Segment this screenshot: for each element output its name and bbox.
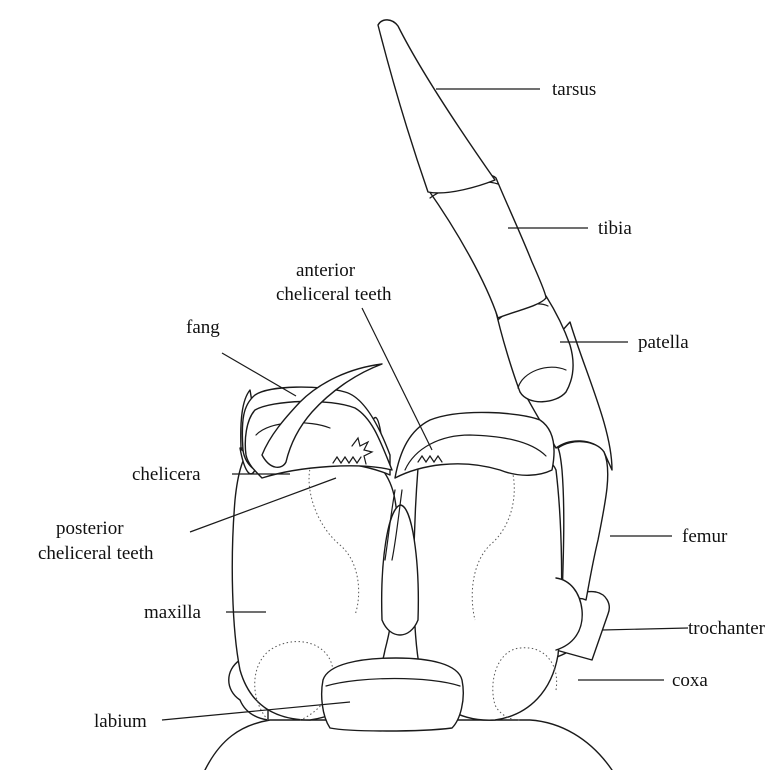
label-trochanter: trochanter xyxy=(688,618,766,639)
label-femur: femur xyxy=(682,526,728,547)
label-anterior-teeth-line1: anterior xyxy=(296,260,356,281)
label-labium: labium xyxy=(94,711,147,732)
tarsus-segment xyxy=(378,20,495,193)
label-tibia: tibia xyxy=(598,218,632,239)
label-posterior-teeth-line2: cheliceral teeth xyxy=(38,543,154,564)
label-maxilla: maxilla xyxy=(144,602,202,623)
leader-fang xyxy=(222,353,296,396)
label-tarsus: tarsus xyxy=(552,79,596,100)
label-anterior-teeth-line2: cheliceral teeth xyxy=(276,284,392,305)
label-posterior-teeth-line1: posterior xyxy=(56,518,124,539)
label-chelicera: chelicera xyxy=(132,464,201,485)
label-fang: fang xyxy=(186,317,220,338)
labium-plate xyxy=(322,658,464,731)
leader-trochanter xyxy=(602,628,688,630)
tibia-segment xyxy=(427,174,546,318)
label-patella: patella xyxy=(638,332,689,353)
label-coxa: coxa xyxy=(672,670,708,691)
